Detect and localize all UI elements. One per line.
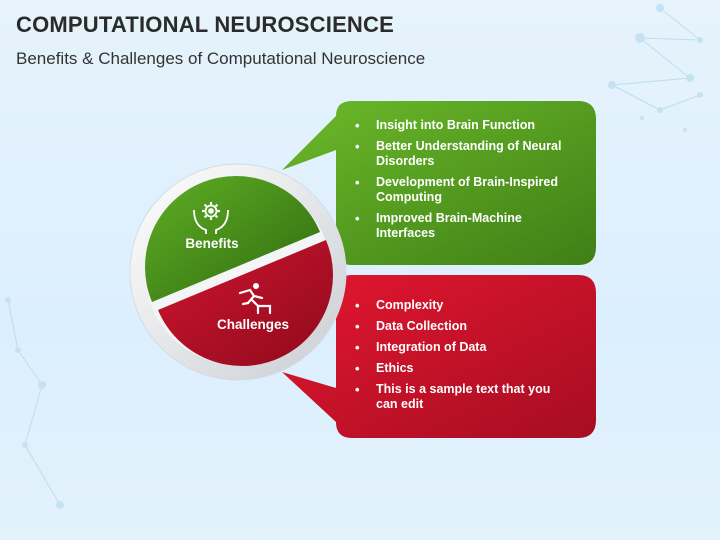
challenges-list: Complexity Data Collection Integration o… xyxy=(352,298,562,418)
list-item: Improved Brain-Machine Interfaces xyxy=(352,211,562,241)
page-subtitle: Benefits & Challenges of Computational N… xyxy=(16,49,426,68)
benefits-list: Insight into Brain Function Better Under… xyxy=(352,118,562,247)
challenges-label: Challenges xyxy=(216,317,290,332)
gear-in-hands-icon xyxy=(193,202,229,234)
list-item: Better Understanding of Neural Disorders xyxy=(352,139,562,169)
list-item: Integration of Data xyxy=(352,340,562,355)
page-title: COMPUTATIONAL NEUROSCIENCE xyxy=(16,12,394,37)
list-item: Insight into Brain Function xyxy=(352,118,562,133)
list-item: This is a sample text that you can edit xyxy=(352,382,562,412)
list-item: Complexity xyxy=(352,298,562,313)
list-item: Data Collection xyxy=(352,319,562,334)
list-item: Ethics xyxy=(352,361,562,376)
benefits-segment xyxy=(144,175,320,302)
hurdle-jumper-icon xyxy=(238,283,272,315)
benefits-label: Benefits xyxy=(185,236,239,251)
list-item: Development of Brain-Inspired Computing xyxy=(352,175,562,205)
